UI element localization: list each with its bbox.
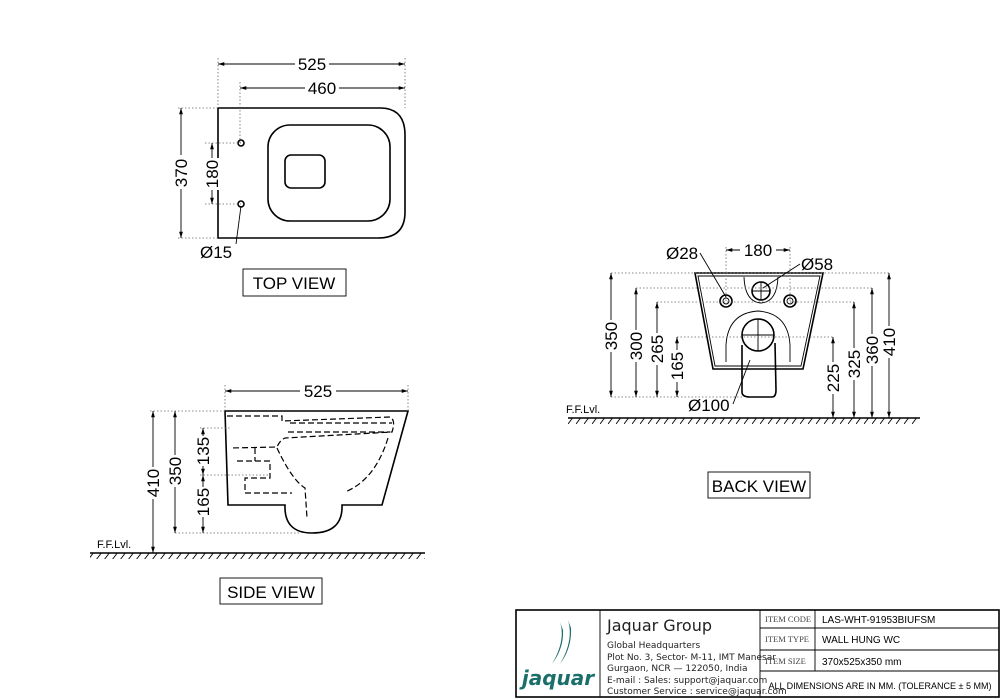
email-service: Customer Service : service@jaquar.com (607, 687, 787, 697)
dim-265: 265 (648, 335, 667, 363)
dim-350: 350 (602, 322, 621, 350)
dim-360: 360 (863, 336, 882, 364)
floor-label: F.F.Lvl. (566, 404, 600, 416)
item-type-label: ITEM TYPE (765, 634, 809, 644)
back-view-label-box (707, 471, 811, 499)
top-view-label-box (242, 268, 347, 297)
dim-225: 225 (824, 364, 843, 392)
back-view: F.F.Lvl. 350 300 265 165 225 325 360 410… (566, 241, 920, 499)
item-code-label: ITEM CODE (765, 614, 811, 624)
side-view-outline (224, 410, 410, 534)
side-view-label-box (219, 577, 323, 605)
email-sales: E-mail : Sales: support@jaquar.com (607, 676, 767, 686)
dim-350: 350 (166, 457, 185, 485)
address-line: Plot No. 3, Sector- M-11, IMT Manesar (607, 653, 776, 663)
company-name: Jaquar Group (606, 616, 712, 635)
item-size-value: 370x525x350 mm (822, 657, 902, 668)
jaquar-logo: jaquar (519, 620, 595, 690)
item-code-value: LAS-WHT-91953BIUFSM (822, 615, 935, 626)
dim-hole-dia: Ø15 (200, 243, 232, 262)
seat-outline (267, 124, 391, 222)
dim-410: 410 (144, 469, 163, 497)
side-view-title: SIDE VIEW (227, 583, 315, 602)
top-view-outline (217, 107, 406, 239)
dim-370: 370 (172, 159, 191, 187)
dim-410: 410 (880, 328, 899, 356)
top-view-title: TOP VIEW (253, 274, 336, 293)
top-view: 525 460 370 180 Ø15 TOP VIEW (172, 54, 406, 297)
dim-hole-dia: Ø28 (666, 244, 698, 263)
dim-325: 325 (845, 350, 864, 378)
dim-460: 460 (308, 79, 336, 98)
item-size-label: ITEM SIZE (765, 656, 806, 666)
title-block: jaquar Jaquar Group Global Headquarters … (515, 609, 1000, 698)
logo-text: jaquar (519, 666, 595, 690)
dim-165: 165 (194, 488, 213, 516)
back-view-title: BACK VIEW (712, 477, 806, 496)
address-line: Global Headquarters (607, 641, 701, 651)
dim-165: 165 (668, 352, 687, 380)
dim-180: 180 (744, 241, 772, 260)
dim-135: 135 (194, 437, 213, 465)
floor-label: F.F.Lvl. (97, 539, 131, 551)
side-view: 525 410 350 135 165 F.F.Lvl. SIDE VIEW (90, 381, 425, 605)
dim-300: 300 (627, 332, 646, 360)
fixing-hole (783, 294, 797, 308)
dim-inlet-dia: Ø58 (801, 255, 833, 274)
bowl-opening (284, 154, 326, 189)
dim-525: 525 (298, 55, 326, 74)
tolerance-note: ALL DIMENSIONS ARE IN MM. (TOLERANCE ± 5… (769, 681, 992, 691)
address-line: Gurgaon, NCR — 122050, India (607, 664, 748, 674)
dim-180: 180 (203, 160, 222, 188)
dim-outlet-dia: Ø100 (688, 396, 730, 415)
item-type-value: WALL HUNG WC (822, 635, 900, 646)
fixing-hole (719, 294, 733, 308)
dim-525: 525 (304, 382, 332, 401)
